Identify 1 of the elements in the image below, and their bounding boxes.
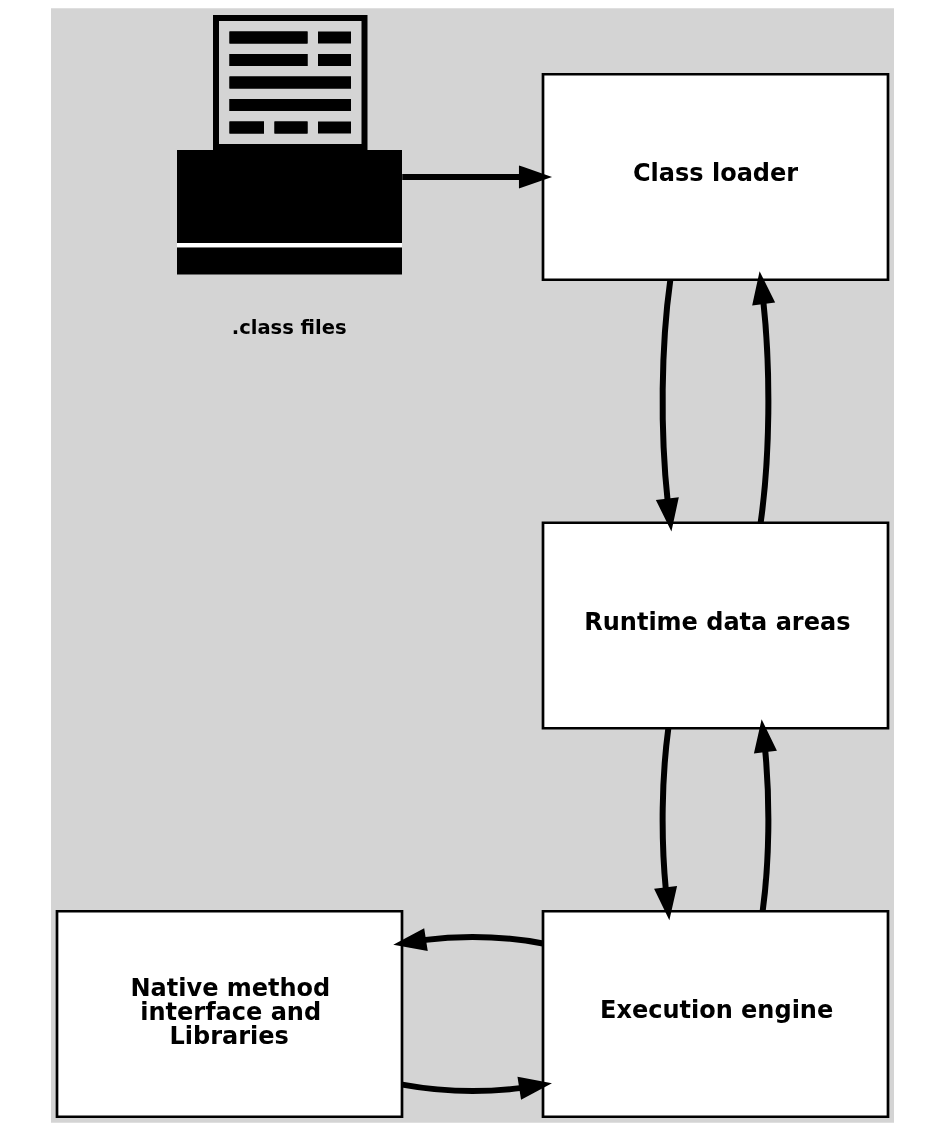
node-label: .class files xyxy=(231,315,347,339)
